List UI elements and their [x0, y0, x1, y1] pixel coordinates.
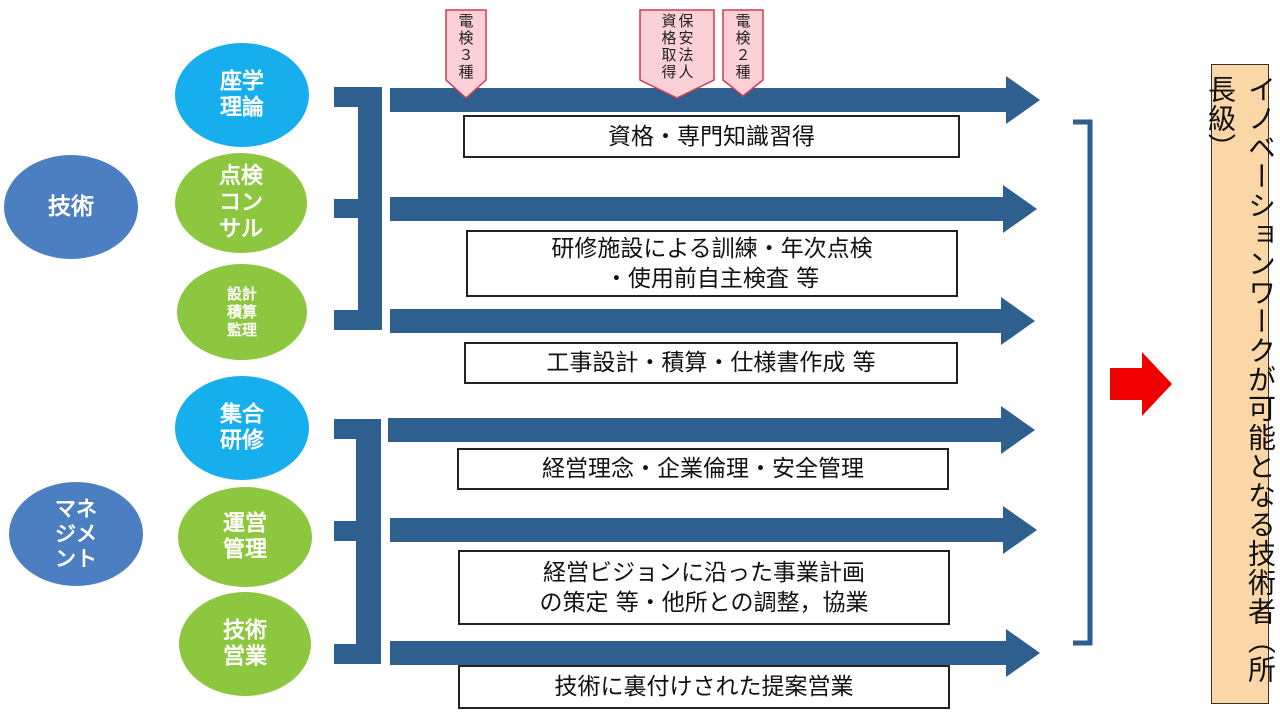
skill-inspection-label: サル — [219, 217, 263, 242]
skill-lecture-label: 座学 — [220, 68, 264, 94]
license-tag-shape — [639, 9, 715, 99]
category-tech-label: 技術 — [48, 193, 94, 220]
description-box-training: 研修施設による訓練・年次点検・使用前自主検査 等 — [466, 230, 958, 297]
skill-sales-label: 営業 — [223, 644, 268, 670]
skill-circle-group — [175, 376, 309, 480]
skill-design-label: 設計 — [227, 285, 257, 303]
category-mgmt-label: ジメ — [55, 522, 97, 546]
tech-bracket-top — [334, 87, 382, 107]
mgmt-bracket-vertical — [356, 419, 381, 664]
skill-design-label: 積算 — [226, 303, 257, 321]
skill-circle-inspection — [175, 153, 307, 253]
progress-arrow — [390, 506, 1037, 554]
skill-circle-design — [177, 264, 307, 360]
outcome-box: イノベーションワークが可能となる技術者（所長級） — [1204, 64, 1277, 704]
skill-lecture-label: 理論 — [220, 95, 265, 121]
tech-bracket-middle — [334, 199, 382, 218]
skill-design-label: 監理 — [227, 321, 257, 339]
category-mgmt-label: ント — [55, 547, 97, 571]
description-box-philosophy: 経営理念・企業倫理・安全管理 — [457, 448, 949, 490]
progress-arrow — [390, 185, 1037, 233]
description-box-sales: 技術に裏付けされた提案営業 — [458, 665, 950, 709]
skill-sales-label: 技術 — [223, 617, 267, 643]
mgmt-bracket-middle — [334, 521, 381, 541]
red-arrow-icon — [1110, 352, 1172, 416]
skill-circle-operation — [178, 487, 312, 587]
description-box-qualification: 資格・専門知識習得 — [463, 115, 960, 158]
description-box-business-plan: 経営ビジョンに沿った事業計画の策定 等・他所との調整，協業 — [458, 550, 950, 625]
skill-group-label: 研修 — [220, 428, 265, 454]
outcome-text: イノベーションワークが可能となる技術者（所長級） — [1204, 75, 1277, 684]
skill-circle-lecture — [175, 43, 309, 147]
category-mgmt-label: マネ — [55, 497, 97, 521]
skill-group-label: 集合 — [219, 401, 265, 427]
skill-operation-label: 運営 — [223, 510, 267, 536]
progress-arrow — [390, 297, 1035, 345]
license-tag-shape — [722, 9, 764, 97]
mgmt-bracket-bottom — [334, 644, 381, 664]
mgmt-bracket-top — [334, 419, 381, 439]
license-tag-shapes — [445, 9, 764, 100]
license-tag-safety-corp: 保安法人 資格取得 — [661, 12, 694, 81]
description-box-design: 工事設計・積算・仕様書作成 等 — [464, 342, 958, 384]
license-tag-shape — [445, 9, 487, 100]
progress-arrow — [388, 406, 1035, 454]
progress-arrow — [390, 76, 1040, 124]
category-mgmt-circle — [9, 482, 143, 586]
skill-inspection-label: 点検 — [219, 163, 264, 189]
progress-arrows — [388, 76, 1040, 677]
category-tech-circle — [4, 155, 138, 259]
skill-operation-label: 管理 — [223, 537, 267, 563]
brackets — [334, 87, 382, 664]
tech-bracket-bottom — [334, 310, 382, 330]
skill-circle-sales — [179, 592, 311, 696]
outcome-brace — [1073, 119, 1093, 646]
skill-inspection-label: コン — [219, 191, 263, 216]
